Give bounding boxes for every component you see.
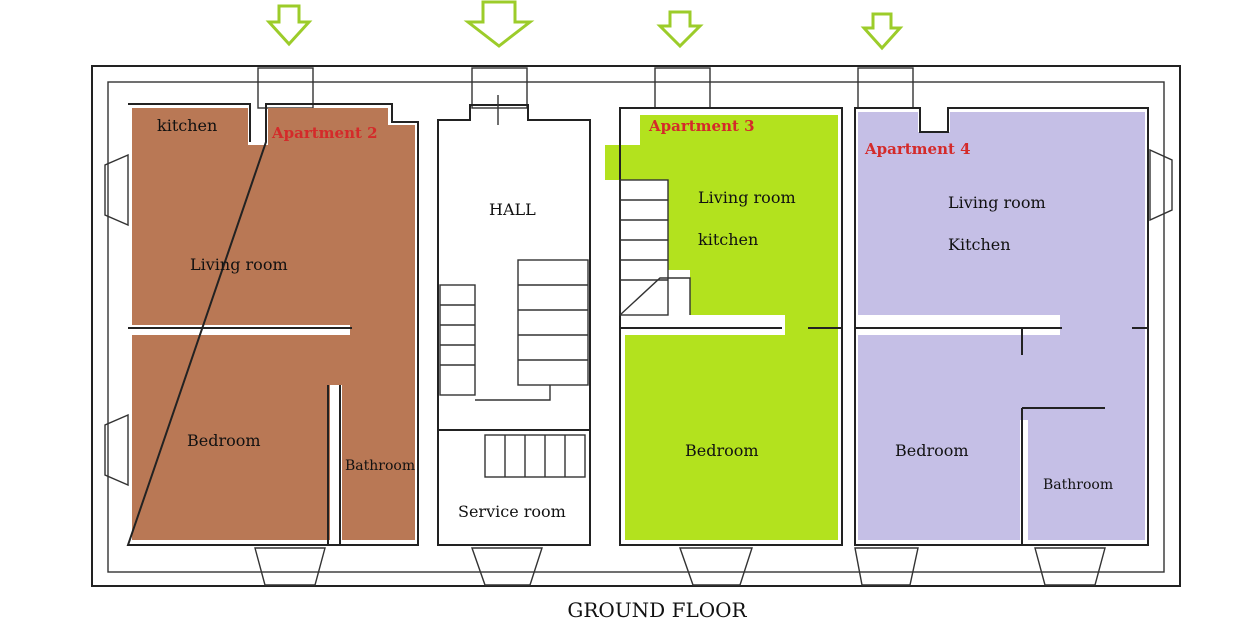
bay-window-left-bottom (104, 413, 129, 487)
apartment-3-walls (619, 107, 843, 546)
staircase-apt3 (619, 179, 691, 316)
apartment-2-walls (126, 103, 419, 546)
entrance-arrow-apt3 (656, 10, 704, 49)
floor-title: GROUND FLOOR (567, 598, 747, 622)
apartment-4-label: Apartment 4 (864, 140, 971, 158)
room-label-service: Service room (458, 502, 566, 521)
top-window-apt4 (857, 67, 914, 109)
inner-wall-outline (107, 81, 1165, 573)
top-window-hall (471, 67, 528, 109)
bay-window-left-top (104, 153, 129, 227)
service-room-walls (437, 429, 591, 546)
outer-wall (91, 65, 1181, 587)
entrance-arrow-apt4 (860, 12, 904, 51)
room-label-hall: HALL (489, 200, 536, 219)
apartment-3-label: Apartment 3 (648, 117, 755, 135)
room-label-apt4-living: Living room (948, 193, 1046, 212)
apartment-3-area (605, 115, 838, 540)
apartment-4-walls (854, 107, 1149, 546)
entrance-arrow-hall (463, 0, 535, 48)
bottom-window-2 (471, 547, 543, 586)
bay-window-right (1149, 148, 1173, 222)
apartment-4 (854, 107, 1149, 546)
entrance-arrows (265, 0, 904, 51)
apartment-2-label: Apartment 2 (271, 124, 378, 142)
top-window-apt2 (257, 67, 314, 109)
room-label-apt2-bathroom: Bathroom (345, 458, 415, 474)
room-label-apt3-living: Living room (698, 188, 796, 207)
room-label-apt2-bedroom: Bedroom (187, 431, 261, 450)
bottom-window-3 (679, 547, 753, 586)
room-label-apt4-bedroom: Bedroom (895, 441, 969, 460)
apartment-2-area (132, 108, 415, 540)
apartment-4-area (858, 112, 1145, 540)
room-label-apt3-kitchen: kitchen (698, 230, 758, 249)
room-label-apt3-bedroom: Bedroom (685, 441, 759, 460)
entrance-arrow-apt2 (265, 4, 313, 47)
common-area (437, 95, 591, 546)
staircase-service (484, 434, 586, 478)
bottom-window-1 (254, 547, 326, 586)
apartment-3 (605, 107, 843, 546)
staircase-hall (439, 95, 589, 401)
top-window-apt3 (654, 67, 711, 109)
bottom-window-4 (854, 547, 919, 586)
room-label-apt4-kitchen: Kitchen (948, 235, 1011, 254)
room-label-apt2-living: Living room (190, 255, 288, 274)
bottom-window-5 (1034, 547, 1106, 586)
room-label-apt4-bathroom: Bathroom (1043, 477, 1113, 493)
hall-walls (437, 104, 591, 431)
apartment-2 (126, 103, 419, 546)
room-label-apt2-kitchen: kitchen (157, 116, 217, 135)
